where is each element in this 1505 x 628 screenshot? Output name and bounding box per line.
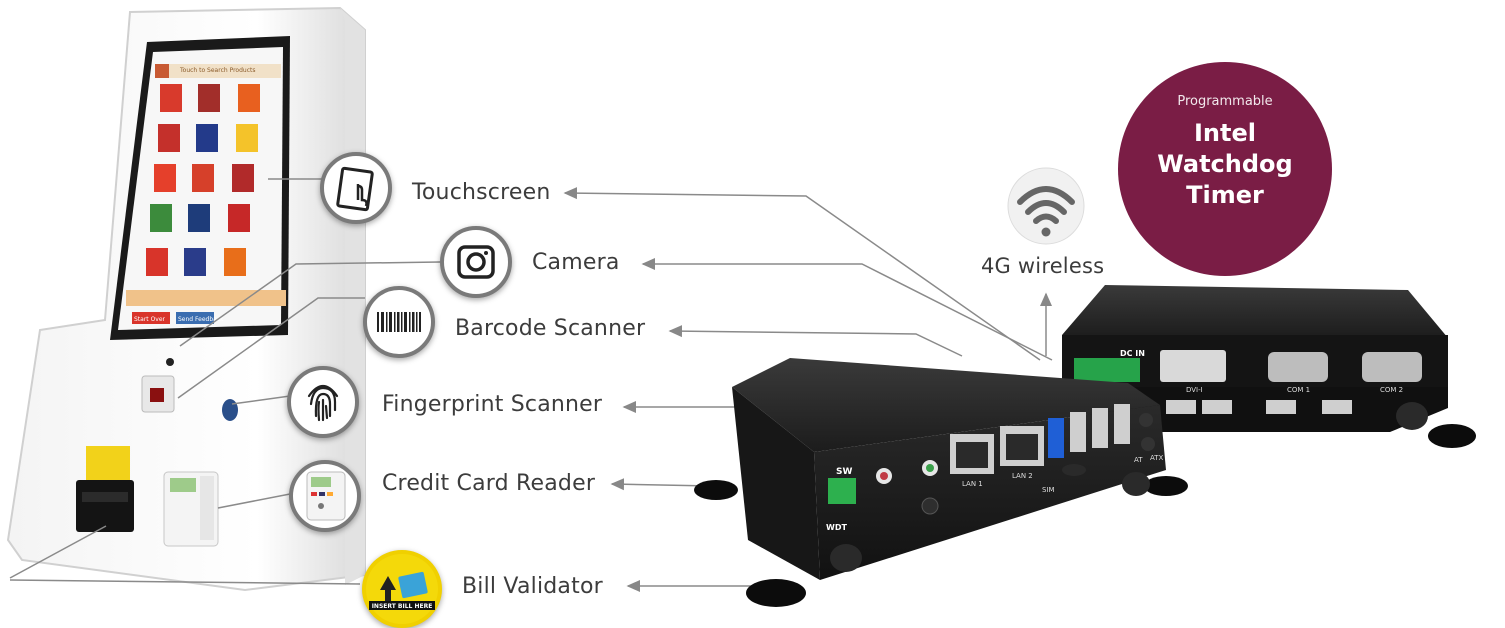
credit-card-reader-icon	[289, 460, 361, 532]
label-camera: Camera	[532, 250, 620, 275]
device-front: SW WDT LAN 1 LAN 2 SIM AT ATX	[694, 358, 1188, 607]
label-fingerprint-scanner: Fingerprint Scanner	[382, 392, 603, 417]
label-barcode-scanner: Barcode Scanner	[455, 316, 646, 341]
kiosk: Touch to Search Products Start Over Send…	[6, 6, 366, 592]
badge-line-4: Timer	[1186, 181, 1264, 209]
port-dvi: DVI-I	[1186, 386, 1203, 394]
fingerprint-icon	[287, 366, 359, 438]
port-lan2: LAN 2	[1012, 472, 1033, 480]
screen-feedback: Send Feedback	[178, 316, 224, 323]
bill-validator-icon: INSERT BILL HERE	[362, 550, 442, 628]
barcode-icon	[363, 286, 435, 358]
watchdog-badge: Programmable Intel Watchdog Timer	[1118, 62, 1332, 276]
camera-icon	[440, 226, 512, 298]
port-wdt: WDT	[826, 523, 847, 532]
port-com1: COM 1	[1287, 386, 1310, 394]
wifi-icon	[1007, 167, 1085, 245]
badge-title: Intel Watchdog Timer	[1118, 118, 1332, 211]
port-lan1: LAN 1	[962, 480, 983, 488]
port-atx: ATX	[1150, 454, 1164, 462]
label-4g-wireless: 4G wireless	[981, 254, 1105, 278]
port-com2: COM 2	[1380, 386, 1403, 394]
label-touchscreen: Touchscreen	[412, 180, 551, 205]
port-sw: SW	[836, 467, 852, 477]
port-dc-in: DC IN	[1120, 349, 1145, 358]
screen-start-over: Start Over	[134, 316, 166, 323]
port-at: AT	[1134, 456, 1143, 464]
bill-sticker-text: INSERT BILL HERE	[372, 603, 433, 610]
kiosk-connectors	[9, 178, 441, 585]
badge-line-1: Programmable	[1177, 94, 1273, 109]
port-sim: SIM	[1042, 486, 1055, 494]
screen-search-placeholder: Touch to Search Products	[179, 67, 256, 74]
label-credit-card-reader: Credit Card Reader	[382, 471, 596, 496]
touchscreen-icon	[320, 152, 392, 224]
label-bill-validator: Bill Validator	[462, 574, 603, 599]
badge-line-3: Watchdog	[1157, 150, 1293, 178]
badge-line-2: Intel	[1194, 119, 1256, 147]
product-grid	[146, 84, 260, 276]
device-connectors	[563, 187, 1053, 592]
